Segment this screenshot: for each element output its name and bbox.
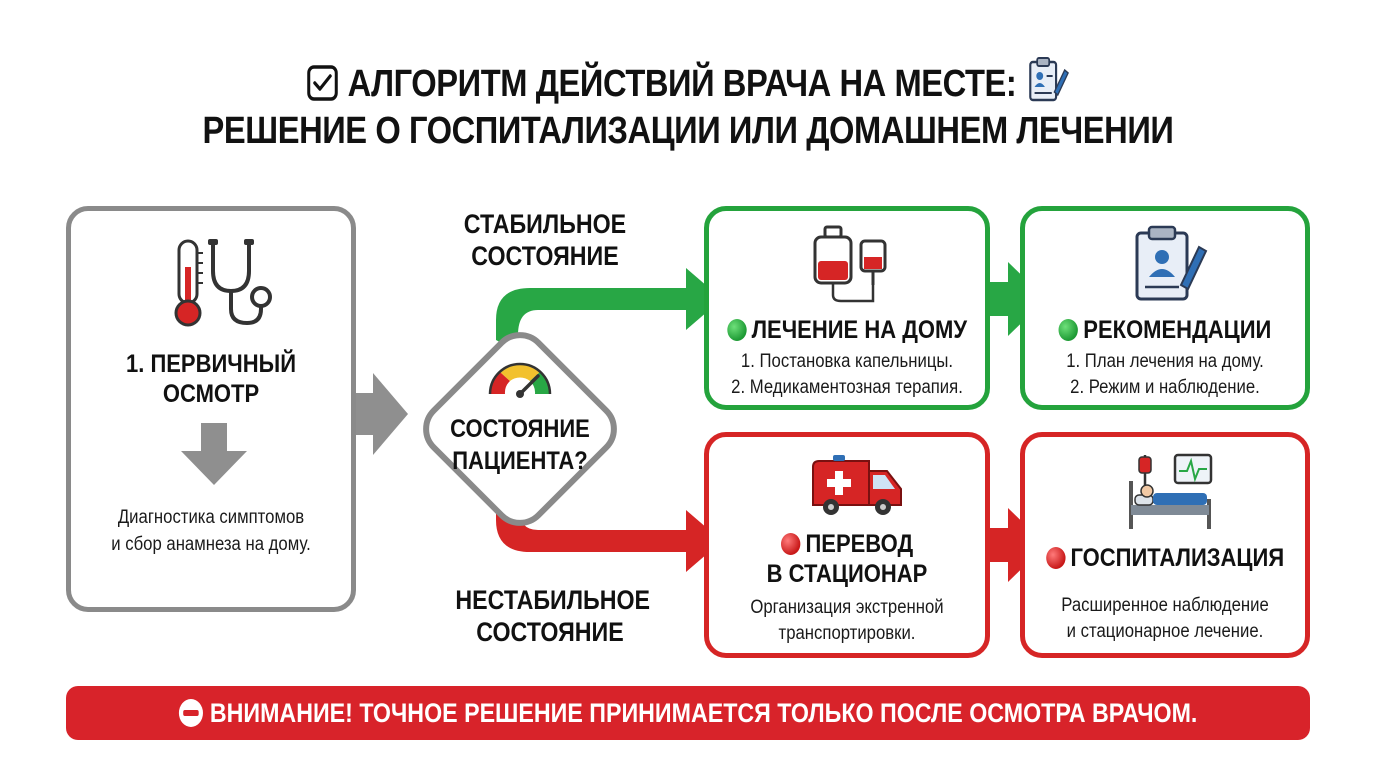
unstable-label-1: НЕСТАБИЛЬНОЕ: [455, 585, 651, 615]
checkbox-icon: [306, 64, 339, 112]
hospitalization-text-2: и стационарное лечение.: [1066, 621, 1264, 642]
warning-text: ВНИМАНИЕ! ТОЧНОЕ РЕШЕНИЕ ПРИНИМАЕТСЯ ТОЛ…: [209, 698, 1198, 728]
home-text-1: 1. Постановка капельницы.: [740, 351, 954, 372]
iv-drip-icon: [813, 225, 887, 303]
home-text-2: 2. Медикаментозная терапия.: [731, 377, 963, 398]
stethoscope-icon: [208, 239, 272, 326]
recommendations-text-1: 1. План лечения на дому.: [1066, 351, 1264, 372]
stop-icon: [178, 699, 203, 727]
clipboard-icon: [1135, 225, 1208, 301]
unstable-label-2: СОСТОЯНИЕ: [476, 617, 624, 647]
green-branch-arrow: [496, 268, 722, 352]
green-status-icon: [726, 319, 747, 341]
home-treatment-box: ЛЕЧЕНИЕ НА ДОМУ 1. Постановка капельницы…: [704, 206, 990, 410]
recommendations-box: РЕКОМЕНДАЦИИ 1. План лечения на дому. 2.…: [1020, 206, 1310, 410]
stable-label-2: СОСТОЯНИЕ: [471, 241, 619, 271]
transfer-text-2: транспортировки.: [778, 623, 916, 644]
decision-text-2: ПАЦИЕНТА?: [452, 447, 588, 475]
primary-heading-2: ОСМОТР: [162, 380, 260, 408]
hospitalization-text-1: Расширенное наблюдение: [1061, 595, 1269, 616]
home-heading-text: ЛЕЧЕНИЕ НА ДОМУ: [751, 316, 968, 344]
primary-text-2: и сбор анамнеза на дому.: [111, 534, 311, 555]
hospital-bed-icon: [1129, 453, 1213, 529]
primary-text-1: Диагностика симптомов: [117, 507, 305, 528]
red-status-icon: [780, 533, 801, 555]
red-arrow-2: [974, 508, 1046, 582]
hospitalization-heading: ГОСПИТАЛИЗАЦИЯ: [1042, 543, 1288, 574]
warning-banner: ВНИМАНИЕ! ТОЧНОЕ РЕШЕНИЕ ПРИНИМАЕТСЯ ТОЛ…: [66, 686, 1310, 740]
transfer-box: ПЕРЕВОД В СТАЦИОНАР Организация экстренн…: [704, 432, 990, 658]
recommendations-heading-text: РЕКОМЕНДАЦИИ: [1083, 316, 1272, 344]
recommendations-text-2: 2. Режим и наблюдение.: [1070, 377, 1260, 398]
down-arrow-icon: [181, 423, 247, 485]
page-title-line2: РЕШЕНИЕ О ГОСПИТАЛИЗАЦИИ ИЛИ ДОМАШНЕМ ЛЕ…: [202, 110, 1174, 152]
transfer-heading-text-1: ПЕРЕВОД: [805, 530, 914, 558]
hospitalization-box: ГОСПИТАЛИЗАЦИЯ Расширенное наблюдение и …: [1020, 432, 1310, 658]
transfer-heading-1: ПЕРЕВОД: [726, 529, 969, 560]
gray-arrow: [340, 373, 408, 455]
red-status-icon: [1045, 547, 1066, 569]
hospitalization-heading-text: ГОСПИТАЛИЗАЦИЯ: [1070, 544, 1285, 572]
recommendations-heading: РЕКОМЕНДАЦИИ: [1042, 315, 1288, 346]
green-status-icon: [1058, 319, 1079, 341]
home-heading: ЛЕЧЕНИЕ НА ДОМУ: [726, 315, 969, 346]
ambulance-icon: [812, 455, 902, 515]
clipboard-icon: [1025, 56, 1070, 112]
gauge-icon: [488, 362, 552, 398]
title-text-1: АЛГОРИТМ ДЕЙСТВИЙ ВРАЧА НА МЕСТЕ:: [347, 63, 1017, 105]
transfer-heading-2: В СТАЦИОНАР: [766, 560, 928, 588]
green-arrow-2: [974, 262, 1046, 336]
primary-exam-box: 1. ПЕРВИЧНЫЙ ОСМОТР Диагностика симптомо…: [66, 206, 356, 612]
page-title-line1: АЛГОРИТМ ДЕЙСТВИЙ ВРАЧА НА МЕСТЕ:: [96, 56, 1279, 112]
stable-label-1: СТАБИЛЬНОЕ: [463, 209, 627, 239]
transfer-text-1: Организация экстренной: [750, 597, 944, 618]
decision-text-1: СОСТОЯНИЕ: [450, 415, 590, 443]
red-branch-arrow: [496, 492, 722, 572]
thermometer-icon: [174, 239, 203, 327]
primary-heading-1: 1. ПЕРВИЧНЫЙ: [125, 350, 297, 378]
